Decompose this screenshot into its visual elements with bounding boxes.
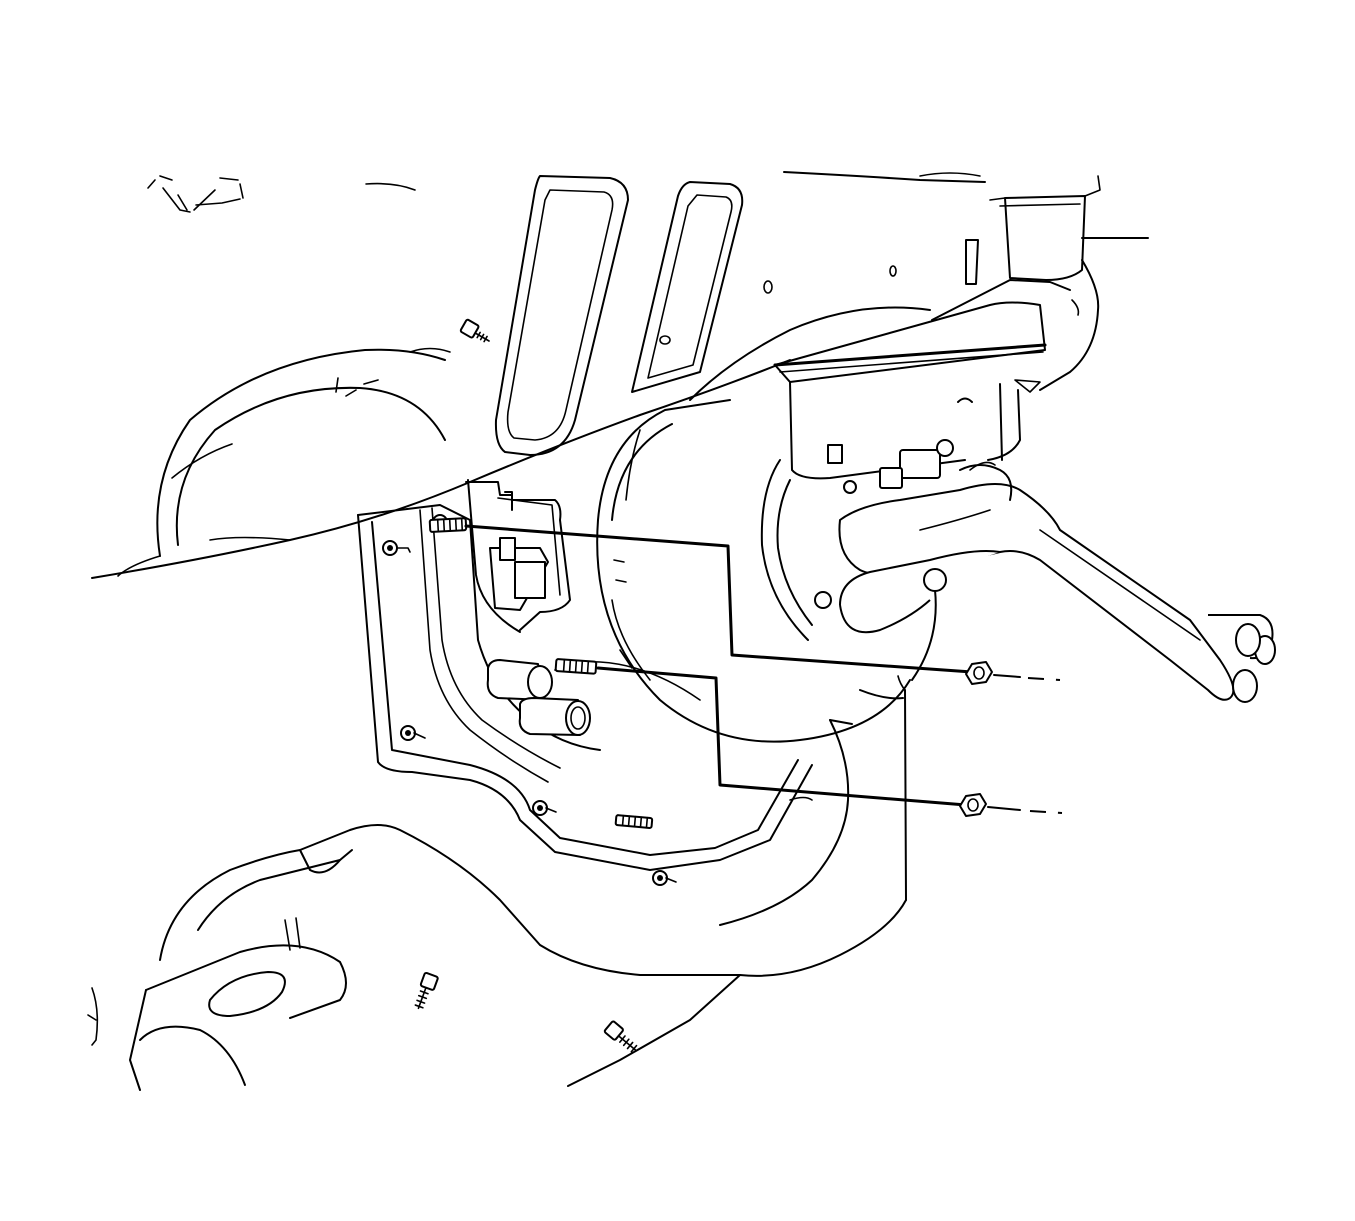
wheelhouse-liner [739,383,1003,977]
cowl-panel [659,171,986,401]
master-cylinder-reservoir [773,175,1149,480]
front-bumper-lower [87,719,850,1091]
mounting-bracket [357,479,813,886]
loose-bolt-lower-left [414,971,439,1010]
loose-bolt-lower-center [603,1020,638,1053]
booster-fittings [486,659,701,736]
small-bolt-upper [459,318,490,343]
mounting-nut-upper [965,661,1061,685]
upper-left-fragments [147,175,416,397]
exploded-view-leaders [464,524,974,807]
brake-lines [814,439,1276,703]
firewall-vents [494,175,744,456]
brake-booster [596,399,937,743]
mounting-nut-lower [959,793,1063,817]
booster-studs [428,517,654,829]
